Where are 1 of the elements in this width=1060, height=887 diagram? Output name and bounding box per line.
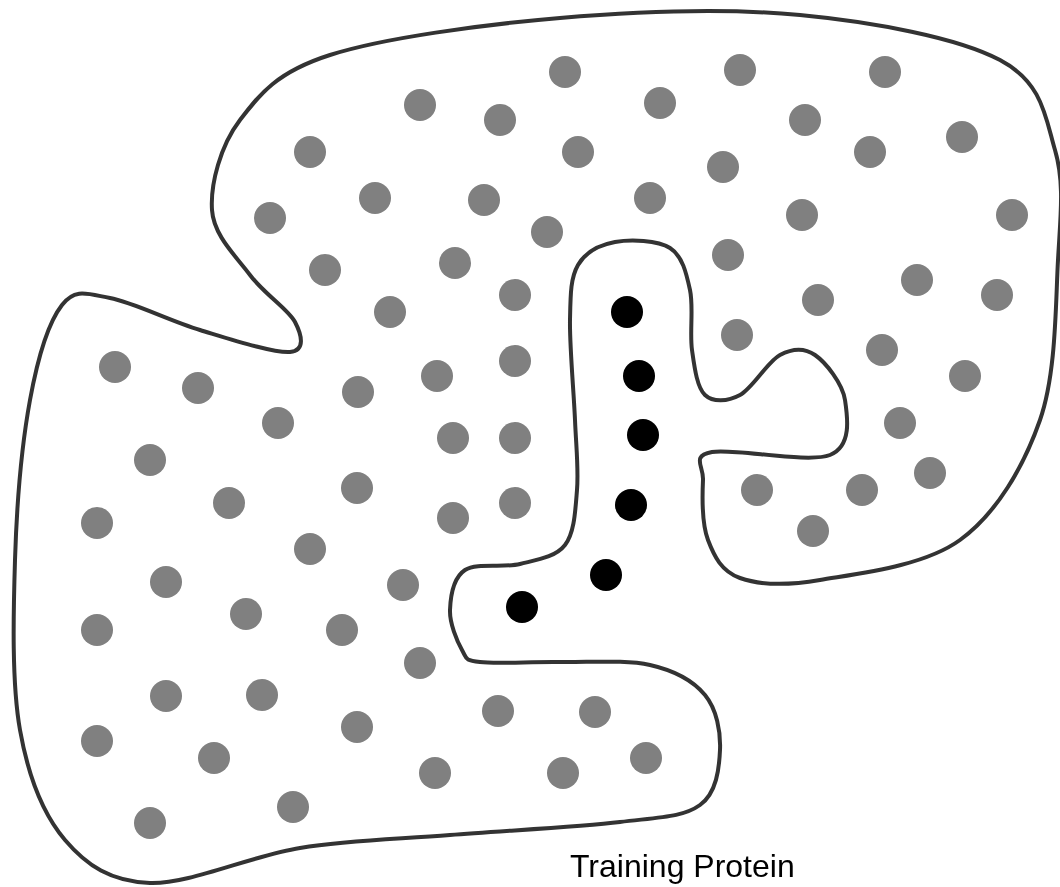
protein-label: Training Protein <box>570 850 795 882</box>
